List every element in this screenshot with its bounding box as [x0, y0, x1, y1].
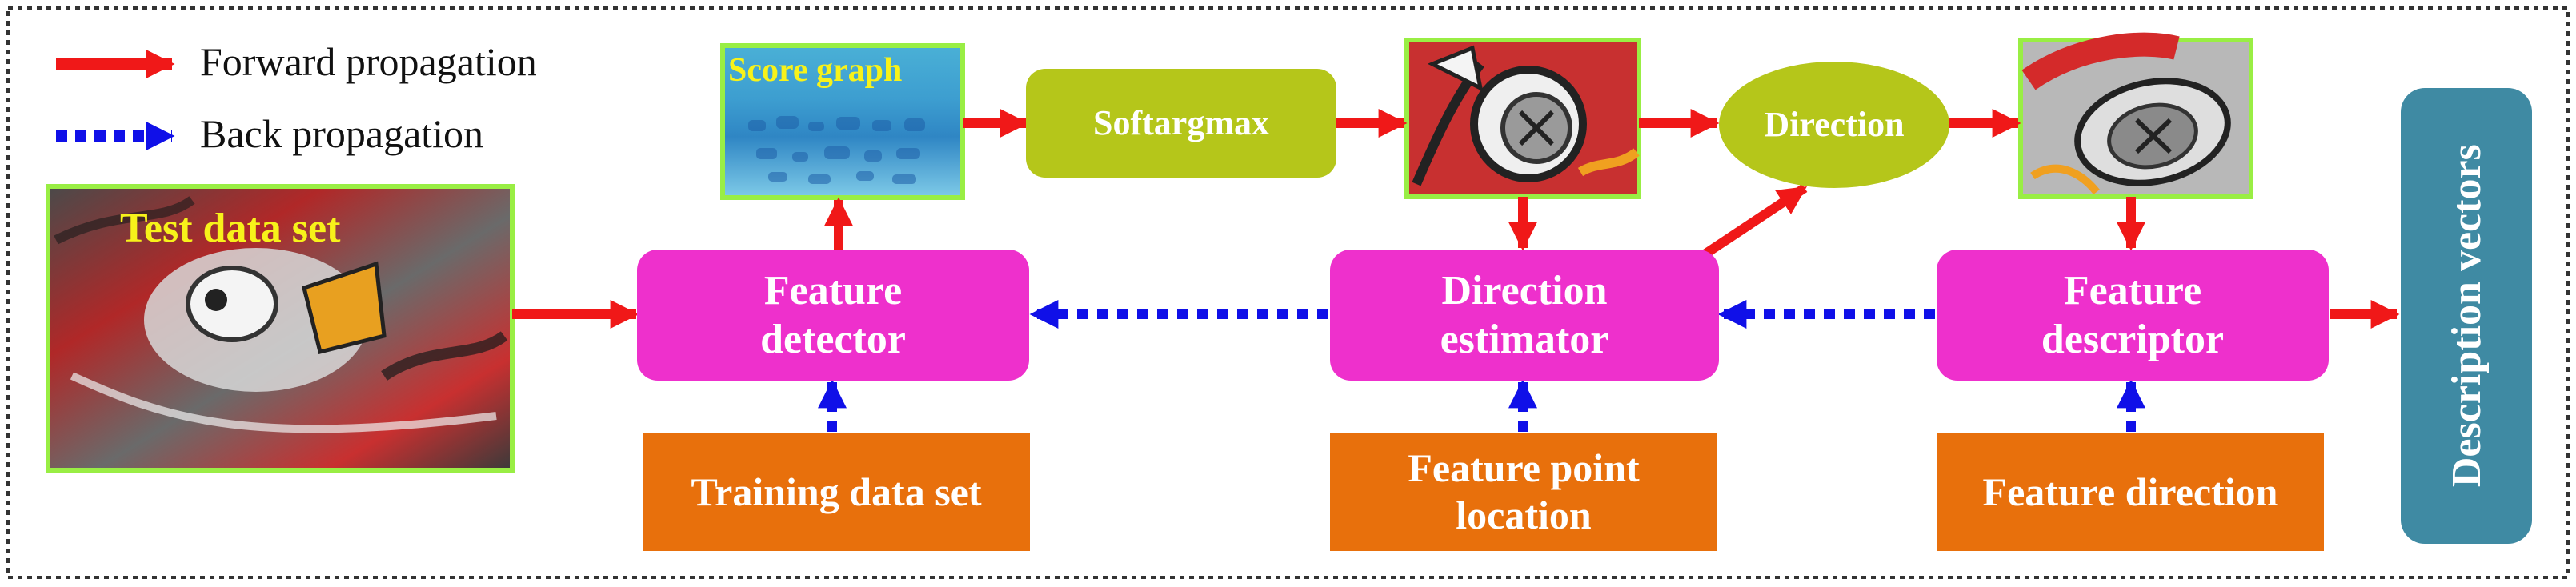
training-data-set-node: Training data set	[643, 433, 1030, 551]
test-data-set-image	[46, 184, 515, 473]
arrow-estimator-to-direction	[1701, 184, 1808, 258]
softargmax-node: Softargmax	[1026, 69, 1336, 178]
keypoint-patch-image	[1404, 38, 1641, 199]
direction-node: Direction	[1719, 62, 1949, 188]
legend-forward-label: Forward propagation	[200, 39, 537, 84]
description-vectors-label: Description vectors	[2443, 144, 2490, 488]
back-arrows	[818, 300, 2145, 432]
test-data-set-label: Test data set	[120, 206, 341, 251]
feature-direction-node: Feature direction	[1937, 433, 2324, 551]
feature-descriptor-line1: Feature	[2063, 267, 2202, 313]
forward-arrows	[512, 109, 2400, 329]
feature-detector-line2: detector	[760, 317, 906, 362]
direction-label: Direction	[1764, 105, 1905, 145]
feature-detector-line1: Feature	[763, 267, 903, 313]
feature-point-location-line1: Feature point	[1408, 445, 1640, 490]
feature-descriptor-node: Feature descriptor	[1937, 250, 2329, 381]
outer-frame	[6, 6, 2570, 579]
feature-point-location-node: Feature point location	[1330, 433, 1717, 551]
direction-estimator-line2: estimator	[1440, 317, 1609, 362]
score-graph-label: Score graph	[728, 52, 903, 89]
feature-descriptor-line2: descriptor	[2041, 317, 2225, 362]
legend-back-label: Back propagation	[200, 111, 484, 156]
feature-point-location-line2: location	[1456, 493, 1592, 537]
direction-estimator-line1: Direction	[1441, 267, 1608, 313]
feature-detector-node: Feature detector	[637, 250, 1029, 381]
rotated-patch-image	[2018, 32, 2253, 199]
feature-direction-label: Feature direction	[1982, 469, 2278, 514]
direction-estimator-node: Direction estimator	[1330, 250, 1719, 381]
description-vectors-node: Description vectors	[2401, 88, 2532, 544]
training-data-set-label: Training data set	[691, 469, 982, 514]
softargmax-label: Softargmax	[1093, 103, 1269, 143]
